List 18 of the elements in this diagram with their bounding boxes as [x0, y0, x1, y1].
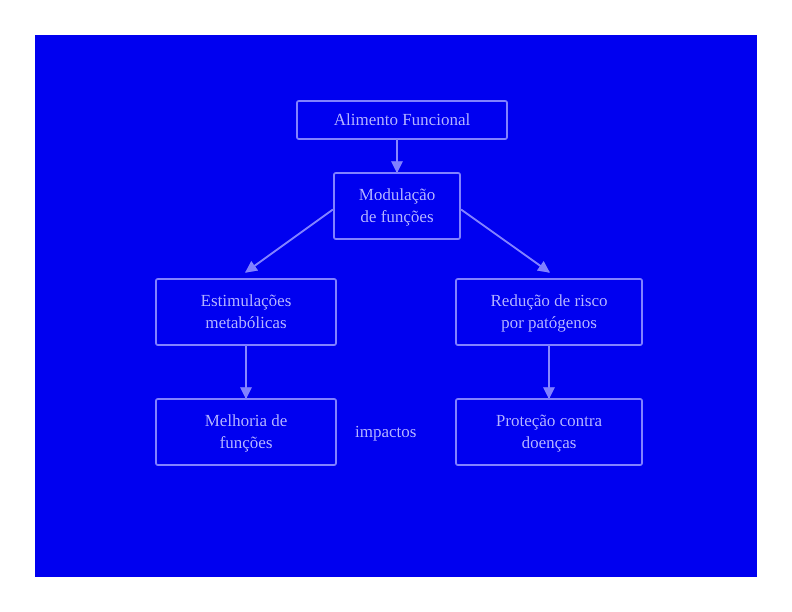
process-box: [155, 398, 337, 466]
node-text: Alimento Funcional: [334, 108, 470, 131]
note-text: impactos: [355, 422, 416, 442]
arrow: [245, 208, 334, 273]
node-text: Redução de risco por patógenos: [489, 290, 609, 334]
arrow: [460, 208, 550, 273]
node-text: Melhoria de funções: [204, 410, 288, 454]
node-text: Modulação de funções: [358, 184, 436, 228]
node-text: Proteção contra doenças: [494, 410, 604, 454]
process-box: [333, 172, 461, 240]
process-box: [296, 100, 508, 140]
arrow: [240, 346, 252, 400]
arrow: [543, 346, 555, 400]
arrow: [391, 140, 403, 174]
node-text: Estimulações metabólicas: [200, 290, 292, 334]
process-box: [455, 398, 643, 466]
process-box: [155, 278, 337, 346]
process-box: [455, 278, 643, 346]
